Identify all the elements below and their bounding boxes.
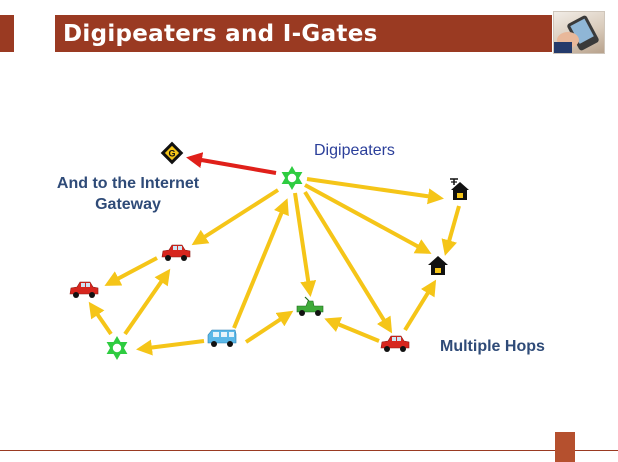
link-digi-to-house-top (306, 177, 444, 205)
link-digi-to-jeep (293, 192, 317, 297)
link-digi-left-to-car-mid (123, 268, 171, 336)
phone-hand-photo (553, 11, 605, 54)
link-digi-left-to-car-left (88, 301, 113, 336)
svg-text:G: G (168, 149, 175, 159)
digipeaters-label: Digipeaters (314, 142, 395, 159)
house-antenna-icon (450, 178, 469, 200)
title-bar: Digipeaters and I-Gates (55, 15, 552, 52)
link-car-mid-to-car-left (104, 256, 158, 286)
footer-divider (0, 450, 618, 451)
car-icon (380, 335, 410, 352)
footer-accent (555, 432, 575, 462)
van-icon (207, 329, 237, 347)
link-van-to-jeep (244, 310, 294, 344)
jeep-icon (296, 296, 324, 316)
internet-gateway-label-line1: And to the Internet (56, 175, 200, 192)
link-house-top-to-house-mid (441, 205, 461, 256)
header-accent (0, 15, 14, 52)
multiple-hops-label: Multiple Hops (440, 338, 545, 355)
link-car-right-to-house (403, 279, 437, 332)
house-icon (428, 256, 448, 275)
digipeater-icon (281, 166, 303, 190)
link-car-right-to-jeep (324, 317, 380, 343)
network-links (88, 152, 461, 356)
link-van-to-digi (232, 198, 289, 329)
car-icon (69, 281, 99, 298)
internet-gateway-label: And to the Internet Gateway (30, 173, 226, 215)
link-digi-to-car-mid (191, 188, 280, 246)
internet-gateway-label-line2: Gateway (95, 196, 161, 213)
car-icon (161, 244, 191, 261)
digipeater-icon (106, 336, 128, 360)
page-title: Digipeaters and I-Gates (63, 20, 378, 47)
gateway-icon: G (160, 141, 184, 165)
link-digi-to-car-right (303, 190, 393, 334)
link-digi-to-house-mid (304, 183, 432, 254)
link-digi-to-gateway (186, 152, 277, 175)
link-van-to-digi-left (136, 339, 205, 356)
